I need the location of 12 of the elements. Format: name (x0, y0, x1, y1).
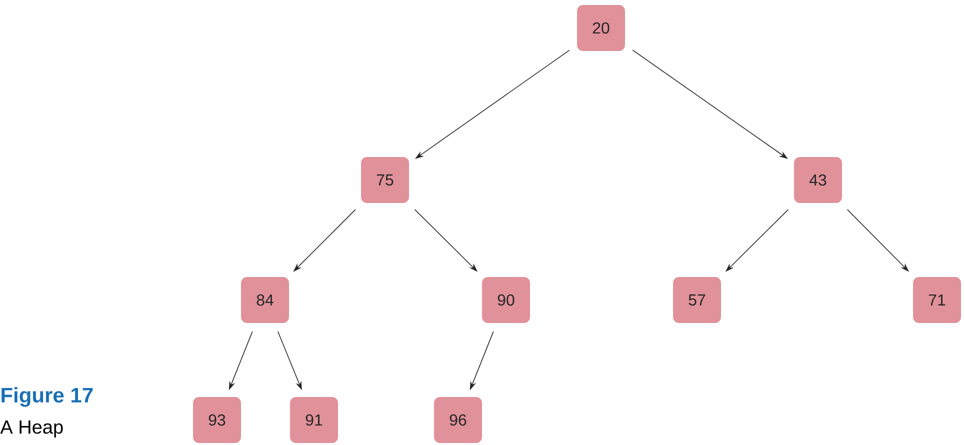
heap-node: 84 (241, 277, 289, 323)
heap-node: 93 (193, 397, 241, 443)
heap-node: 91 (290, 397, 338, 443)
heap-node: 20 (577, 5, 625, 51)
figure-caption: A Heap (0, 420, 63, 438)
heap-node: 75 (361, 157, 409, 203)
heap-node: 43 (794, 157, 842, 203)
figure-number: Figure 17 (2, 387, 93, 407)
heap-node: 57 (673, 277, 721, 323)
heap-node: 96 (434, 397, 482, 443)
heap-node: 71 (913, 277, 961, 323)
heap-node: 90 (482, 277, 530, 323)
